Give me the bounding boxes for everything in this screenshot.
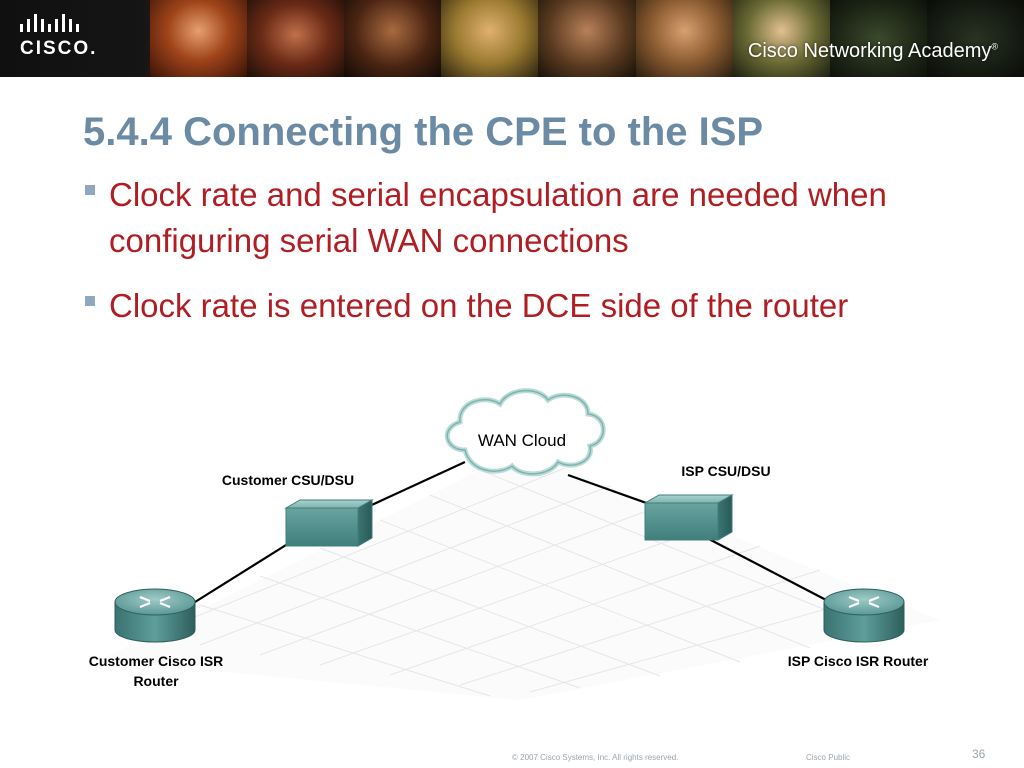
academy-trademark: ®: [991, 41, 998, 52]
network-diagram: WAN Cloud Customer CSU/DSU ISP CSU/DSU C…: [89, 388, 940, 700]
grid-floor: [100, 450, 940, 700]
banner-photos: [150, 0, 1024, 77]
customer-router-label-line2: Router: [133, 673, 179, 689]
footer-copyright: © 2007 Cisco Systems, Inc. All rights re…: [512, 753, 679, 762]
isp-router-label: ISP Cisco ISR Router: [788, 653, 929, 669]
customer-csu-dsu-label: Customer CSU/DSU: [222, 472, 354, 488]
customer-router-label-line1: Customer Cisco ISR: [89, 653, 224, 669]
wan-cloud-icon: [445, 388, 606, 477]
bullet-text: Clock rate and serial encapsulation are …: [109, 176, 887, 259]
isp-csu-dsu-label: ISP CSU/DSU: [681, 463, 770, 479]
networking-academy-label: Cisco Networking Academy®: [748, 40, 998, 63]
bullet-square-icon: [85, 296, 95, 306]
wan-cloud-label: WAN Cloud: [478, 431, 566, 450]
isp-csu-dsu-icon: [643, 494, 734, 541]
cisco-logo-text: CISCO.: [20, 38, 98, 59]
header-banner: CISCO. Cisco Networking Academy®: [0, 0, 1024, 77]
page-number: 36: [972, 747, 986, 761]
bullet-text: Clock rate is entered on the DCE side of…: [109, 287, 849, 324]
customer-csu-dsu-icon: [284, 499, 374, 547]
footer-classification: Cisco Public: [806, 753, 851, 762]
customer-router-icon: [114, 588, 196, 643]
bullet-square-icon: [85, 185, 95, 195]
bullet-item: Clock rate and serial encapsulation are …: [85, 172, 985, 264]
cisco-bridge-icon: [20, 14, 79, 32]
academy-text: Cisco Networking Academy: [747, 40, 992, 62]
cisco-logo: CISCO.: [18, 14, 128, 64]
bullet-item: Clock rate is entered on the DCE side of…: [85, 283, 985, 329]
isp-router-icon: [823, 588, 905, 643]
slide-title: 5.4.4 Connecting the CPE to the ISP: [83, 110, 764, 154]
bullet-list: Clock rate and serial encapsulation are …: [85, 172, 985, 348]
